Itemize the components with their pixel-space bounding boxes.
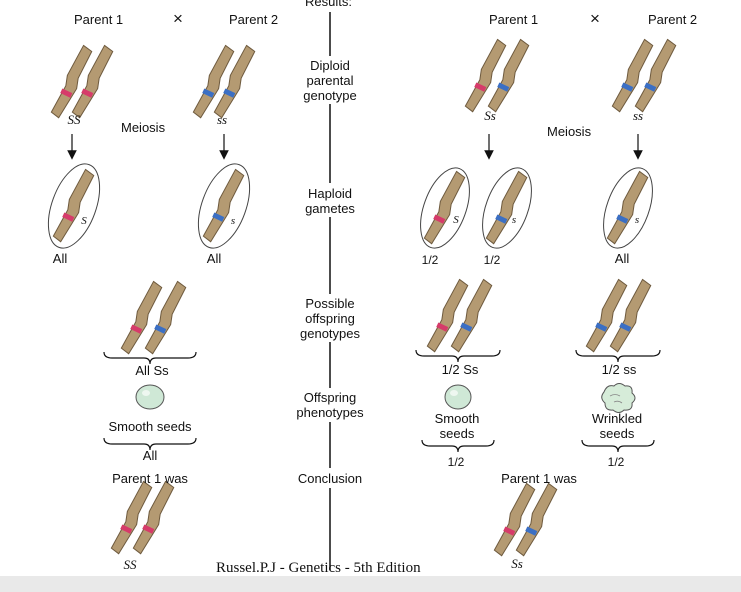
right-offspring1-genotype: 1/2 Ss <box>441 362 479 377</box>
right-phenotype-1: Smooth seeds <box>434 411 480 441</box>
right-gamete3-freq: All <box>614 251 630 266</box>
right-parent1-label: Parent 1 <box>489 12 539 27</box>
right-offspring2-genotype: 1/2 ss <box>601 362 637 377</box>
left-offspring-phenotype: Smooth seeds <box>108 419 192 434</box>
left-cross-symbol: × <box>173 9 183 28</box>
left-parent2-chromosomes <box>191 44 258 120</box>
right-gamete-1 <box>420 167 470 249</box>
right-parent2-chromosomes <box>610 38 679 114</box>
right-brace-phenotype-2 <box>581 439 655 453</box>
right-fraction-2: 1/2 <box>607 455 625 469</box>
bottom-strip <box>0 576 741 592</box>
left-offspring-genotype: All Ss <box>135 363 169 378</box>
center-row-offspring-phenotypes: Offspring phenotypes <box>296 390 364 420</box>
left-gamete-2 <box>197 163 251 249</box>
left-gamete-1 <box>47 163 101 249</box>
right-gamete-3 <box>603 167 653 249</box>
right-brace-phenotype-1 <box>421 439 495 453</box>
right-phenotype-2: Wrinkled seeds <box>591 411 643 441</box>
right-conclusion-genotype: Ss <box>511 556 523 571</box>
left-p2-genotype: ss <box>216 112 228 127</box>
left-brace-genotype <box>103 351 197 365</box>
right-wrinkled-seed <box>601 383 636 413</box>
center-row-conclusion: Conclusion <box>297 471 363 486</box>
left-conclusion-chromosomes <box>109 480 177 556</box>
right-gamete-2 <box>482 167 532 249</box>
left-parent1-chromosomes <box>49 44 116 120</box>
left-brace-phenotype <box>103 437 197 451</box>
right-p1-genotype: Ss <box>484 108 496 123</box>
left-conclusion-label: Parent 1 was <box>112 471 188 486</box>
center-row-offspring-genotypes: Possible offspring genotypes <box>300 296 360 341</box>
right-gamete1-allele: S <box>453 214 459 226</box>
left-smooth-seed <box>135 384 165 410</box>
right-offspring2-chromosomes <box>584 278 654 354</box>
source-caption: Russel.P.J - Genetics - 5th Edition <box>216 560 421 576</box>
left-conclusion-genotype: SS <box>123 557 137 572</box>
results-label: Results: <box>305 0 352 9</box>
left-gamete2-allele: s <box>230 215 236 227</box>
right-parent2-label: Parent 2 <box>648 12 698 27</box>
left-gamete2-freq: All <box>206 251 222 266</box>
right-fraction-1: 1/2 <box>447 455 465 469</box>
right-gamete2-allele: s <box>511 214 517 226</box>
right-smooth-seed <box>444 384 472 410</box>
right-brace-genotype-1 <box>415 349 501 363</box>
right-conclusion-label: Parent 1 was <box>501 471 577 486</box>
left-offspring-fraction: All <box>142 448 158 463</box>
left-gamete1-freq: All <box>52 251 68 266</box>
center-row-diploid: Diploid parental genotype <box>303 58 357 103</box>
right-meiosis-label: Meiosis <box>547 124 592 139</box>
left-p1-genotype: SS <box>67 112 81 127</box>
right-cross-symbol: × <box>590 9 600 28</box>
left-offspring-chromosomes <box>119 280 189 356</box>
right-gamete2-freq: 1/2 <box>483 253 501 267</box>
left-meiosis-label: Meiosis <box>121 120 166 135</box>
left-parent2-label: Parent 2 <box>229 12 279 27</box>
right-parent1-chromosomes <box>463 38 532 114</box>
right-p2-genotype: ss <box>632 108 644 123</box>
right-brace-genotype-2 <box>575 349 661 363</box>
right-offspring1-chromosomes <box>425 278 495 354</box>
center-row-haploid: Haploid gametes <box>305 186 355 216</box>
right-gamete3-allele: s <box>634 214 640 226</box>
right-gamete1-freq: 1/2 <box>421 253 439 267</box>
right-conclusion-chromosomes <box>492 482 560 558</box>
left-gamete1-allele: S <box>81 215 87 227</box>
left-parent1-label: Parent 1 <box>74 12 124 27</box>
